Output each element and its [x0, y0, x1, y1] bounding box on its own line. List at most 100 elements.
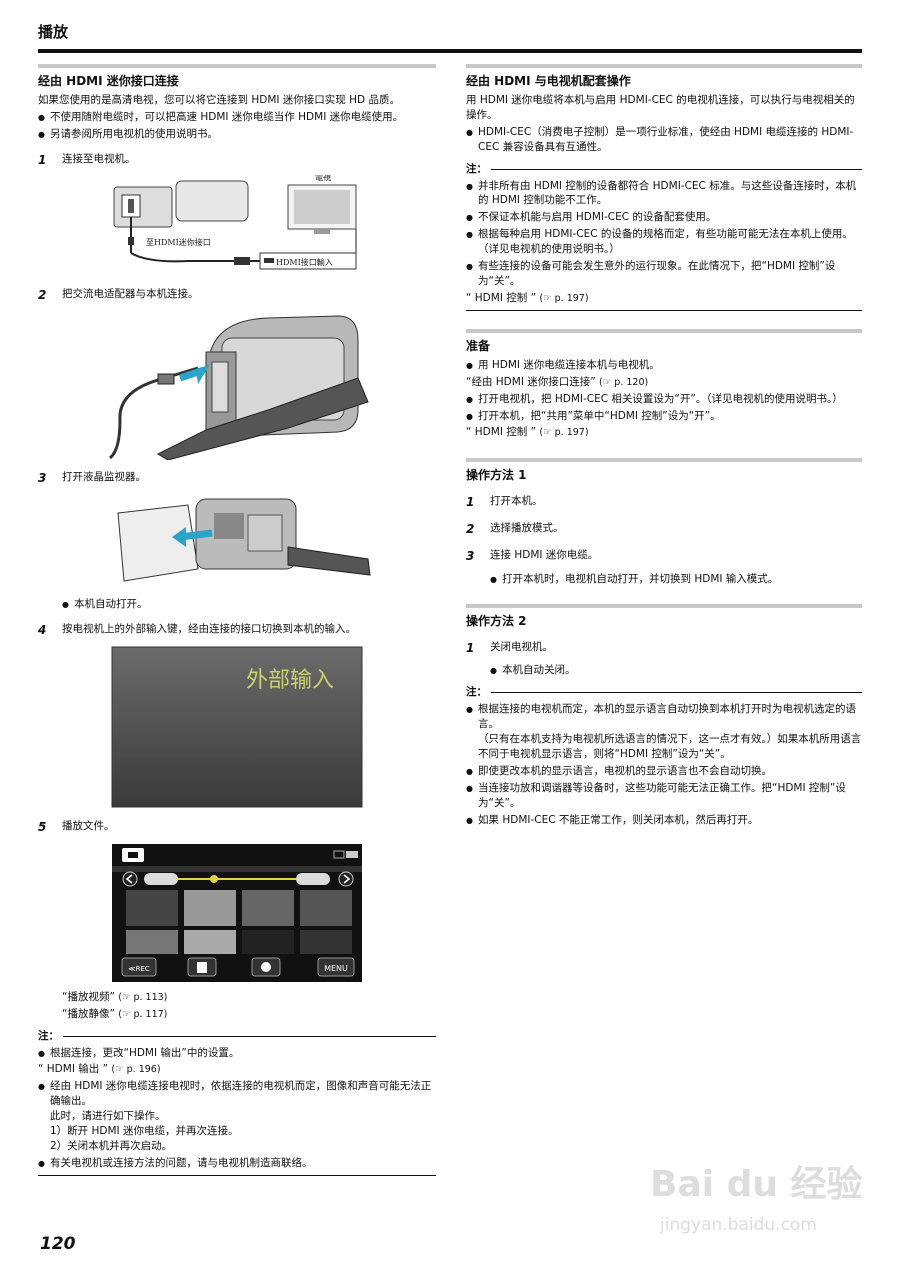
note-item: 当连接功放和调谐器等设备时，这些功能可能无法正确工作。把“HDMI 控制”设为“…: [466, 781, 862, 811]
step-1: 1 打开本机。: [466, 494, 862, 511]
step-3: 3 连接 HDMI 迷你电缆。: [466, 548, 862, 565]
bullet-item: 打开本机，把“共用”菜单中“HDMI 控制”设为“开”。: [466, 409, 862, 424]
tv-port-label: HDMI接口輸入: [276, 257, 333, 267]
step-text: 按电视机上的外部输入键，经由连接的接口切换到本机的输入。: [62, 622, 356, 635]
ref-text: “ HDMI 控制 ”: [466, 426, 537, 439]
note-item: 根据连接，更改“HDMI 输出”中的设置。: [38, 1046, 436, 1061]
note-item: 如果 HDMI-CEC 不能正常工作，则关闭本机，然后再打开。: [466, 813, 862, 828]
section-title-hdmi-mini: 经由 HDMI 迷你接口连接: [38, 74, 179, 88]
gear-icon: [261, 961, 271, 972]
ref-text: “ HDMI 输出 ”: [38, 1063, 109, 1076]
rec-button[interactable]: [121, 957, 157, 977]
bullet-item: 打开电视机，把 HDMI-CEC 相关设置设为“开”。（详见电视机的使用说明书。…: [466, 392, 862, 407]
note-label: 注：: [466, 162, 487, 175]
section-title-preparation: 准备: [466, 338, 491, 353]
right-column: 经由 HDMI 与电视机配套操作 用 HDMI 迷你电缆将本机与启用 HDMI-…: [466, 64, 862, 830]
ref-page-link[interactable]: (☞ p. 113): [118, 991, 168, 1003]
note-label: 注：: [466, 686, 487, 699]
bullet-item: 不使用随附电缆时，可以把高速 HDMI 迷你电缆当作 HDMI 迷你电缆使用。: [38, 110, 436, 125]
step-number: 4: [38, 622, 47, 637]
note-item: 根据每种启用 HDMI-CEC 的设备的规格而定，有些功能可能无法在本机上使用。…: [466, 227, 862, 257]
prev-arrow-icon[interactable]: [122, 871, 138, 887]
intro-text: 用 HDMI 迷你电缆将本机与启用 HDMI-CEC 的电视机连接，可以执行与电…: [466, 94, 855, 121]
intro-text: 如果您使用的是高清电视，您可以将它连接到 HDMI 迷你接口实现 HD 品质。: [38, 94, 400, 107]
cross-ref: “ HDMI 控制 ” (☞ p. 197): [466, 425, 862, 440]
note-item-text: 经由 HDMI 迷你电缆连接电视时，依据连接的电视机而定，图像和声音可能无法正确…: [50, 1080, 432, 1108]
bullet-item: HDMI-CEC（消费电子控制）是一项行业标准，使经由 HDMI 电缆连接的 H…: [466, 125, 862, 155]
cross-ref: “ HDMI 控制 ” (☞ p. 197): [466, 291, 862, 306]
ref-page-link[interactable]: (☞ p. 117): [118, 1008, 168, 1020]
step-text: 选择播放模式。: [490, 522, 564, 535]
note-item: 经由 HDMI 迷你电缆连接电视时，依据连接的电视机而定，图像和声音可能无法正确…: [38, 1079, 436, 1154]
step-number: 1: [466, 495, 475, 510]
step-text: 打开液晶监视器。: [62, 470, 146, 483]
section-title-method-1: 操作方法 1: [466, 468, 527, 483]
step-1: 1 关闭电视机。: [466, 640, 862, 657]
note-header: 注：: [466, 685, 862, 700]
note-item-extra: （只有在本机支持为电视机所选语言的情况下，这一点才有效。）如果本机所用语言不同于…: [478, 733, 862, 760]
section-rule: [466, 458, 862, 463]
note-item: 有些连接的设备可能会发生意外的运行现象。在此情况下，把“HDMI 控制”设为“关…: [466, 259, 862, 289]
step-number: 3: [38, 470, 47, 485]
step3-sub-bullet: 本机自动打开。: [62, 597, 436, 612]
step-number: 2: [38, 287, 47, 302]
menu-button[interactable]: [317, 957, 355, 977]
date-pill-right[interactable]: [296, 872, 330, 885]
note-item: 即使更改本机的显示语言，电视机的显示语言也不会自动切换。: [466, 764, 862, 779]
section-rule: [38, 64, 436, 68]
bullet-item: 另请参阅所用电视机的使用说明书。: [38, 127, 436, 142]
figure-tv-connection: 至HDMI迷你接口 HDMI接口輸入 電視: [38, 175, 436, 277]
section-title-hdmi-cec: 经由 HDMI 与电视机配套操作: [466, 74, 631, 88]
note-header: 注：: [466, 162, 862, 177]
note-label: 注：: [38, 1029, 59, 1042]
step-text: 播放文件。: [62, 819, 115, 832]
note-header: 注：: [38, 1029, 436, 1044]
cross-ref: “播放视频” (☞ p. 113): [62, 990, 436, 1005]
baidu-watermark: Bai du 经验 jingyan.baidu.com: [640, 1140, 870, 1240]
ref-text: “ HDMI 控制 ”: [466, 291, 537, 304]
next-arrow-icon[interactable]: [338, 871, 354, 887]
ref-page-link[interactable]: (☞ p. 197): [539, 427, 589, 439]
section-rule: [466, 64, 862, 68]
figure-external-input-screen: 外部输入: [38, 645, 436, 809]
cross-ref: “经由 HDMI 迷你接口连接” (☞ p. 120): [466, 375, 862, 390]
step-3: 3 打开液晶监视器。: [38, 470, 436, 487]
step-4: 4 按电视机上的外部输入键，经由连接的接口切换到本机的输入。: [38, 622, 436, 639]
step-number: 3: [466, 549, 475, 564]
step-text: 把交流电适配器与本机连接。: [62, 287, 199, 300]
page-title: 播放: [38, 23, 69, 41]
step-number: 1: [38, 152, 47, 167]
step-2: 2 选择播放模式。: [466, 521, 862, 538]
step-number: 1: [466, 641, 475, 656]
step-1: 1 连接至电视机。: [38, 152, 436, 169]
tv-label: 電視: [315, 175, 331, 182]
bullet-item: 用 HDMI 迷你电缆连接本机与电视机。: [466, 358, 862, 373]
ref-text: “播放视频”: [62, 990, 115, 1003]
rec-button-label: ≪REC: [128, 965, 150, 973]
ref-page-link[interactable]: (☞ p. 197): [539, 292, 589, 304]
note-item-extra: 此时，请进行如下操作。: [50, 1110, 166, 1123]
step-5: 5 播放文件。: [38, 819, 436, 836]
step-2: 2 把交流电适配器与本机连接。: [38, 287, 436, 304]
step-text: 关闭电视机。: [490, 641, 553, 654]
ref-page-link[interactable]: (☞ p. 120): [599, 376, 649, 388]
step-text: 打开本机。: [490, 495, 543, 508]
note-item: 根据连接的电视机而定，本机的显示语言自动切换到本机打开时为电视机选定的语言。 （…: [466, 702, 862, 762]
menu-button-label: MENU: [324, 964, 348, 973]
step-text: 连接 HDMI 迷你电缆。: [490, 549, 599, 562]
step-number: 2: [466, 522, 475, 537]
ref-text: “播放静像”: [62, 1007, 115, 1020]
section-rule: [466, 328, 862, 333]
trash-icon: [197, 961, 207, 973]
date-pill-left[interactable]: [144, 872, 178, 885]
note-item: 并非所有由 HDMI 控制的设备都符合 HDMI-CEC 标准。与这些设备连接时…: [466, 179, 862, 209]
note-item-text: 根据连接的电视机而定，本机的显示语言自动切换到本机打开时为电视机选定的语言。: [478, 703, 856, 731]
step-number: 5: [38, 819, 47, 834]
ref-page-link[interactable]: (☞ p. 196): [111, 1064, 161, 1076]
watermark-url: jingyan.baidu.com: [659, 1215, 817, 1235]
page-number: 120: [40, 1234, 76, 1254]
figure-open-lcd: [38, 493, 436, 591]
note-item: 不保证本机能与启用 HDMI-CEC 的设备配套使用。: [466, 210, 862, 225]
thumbnail-grid[interactable]: [126, 889, 352, 954]
figure-playback-screen: ≪REC MENU: [38, 842, 436, 984]
